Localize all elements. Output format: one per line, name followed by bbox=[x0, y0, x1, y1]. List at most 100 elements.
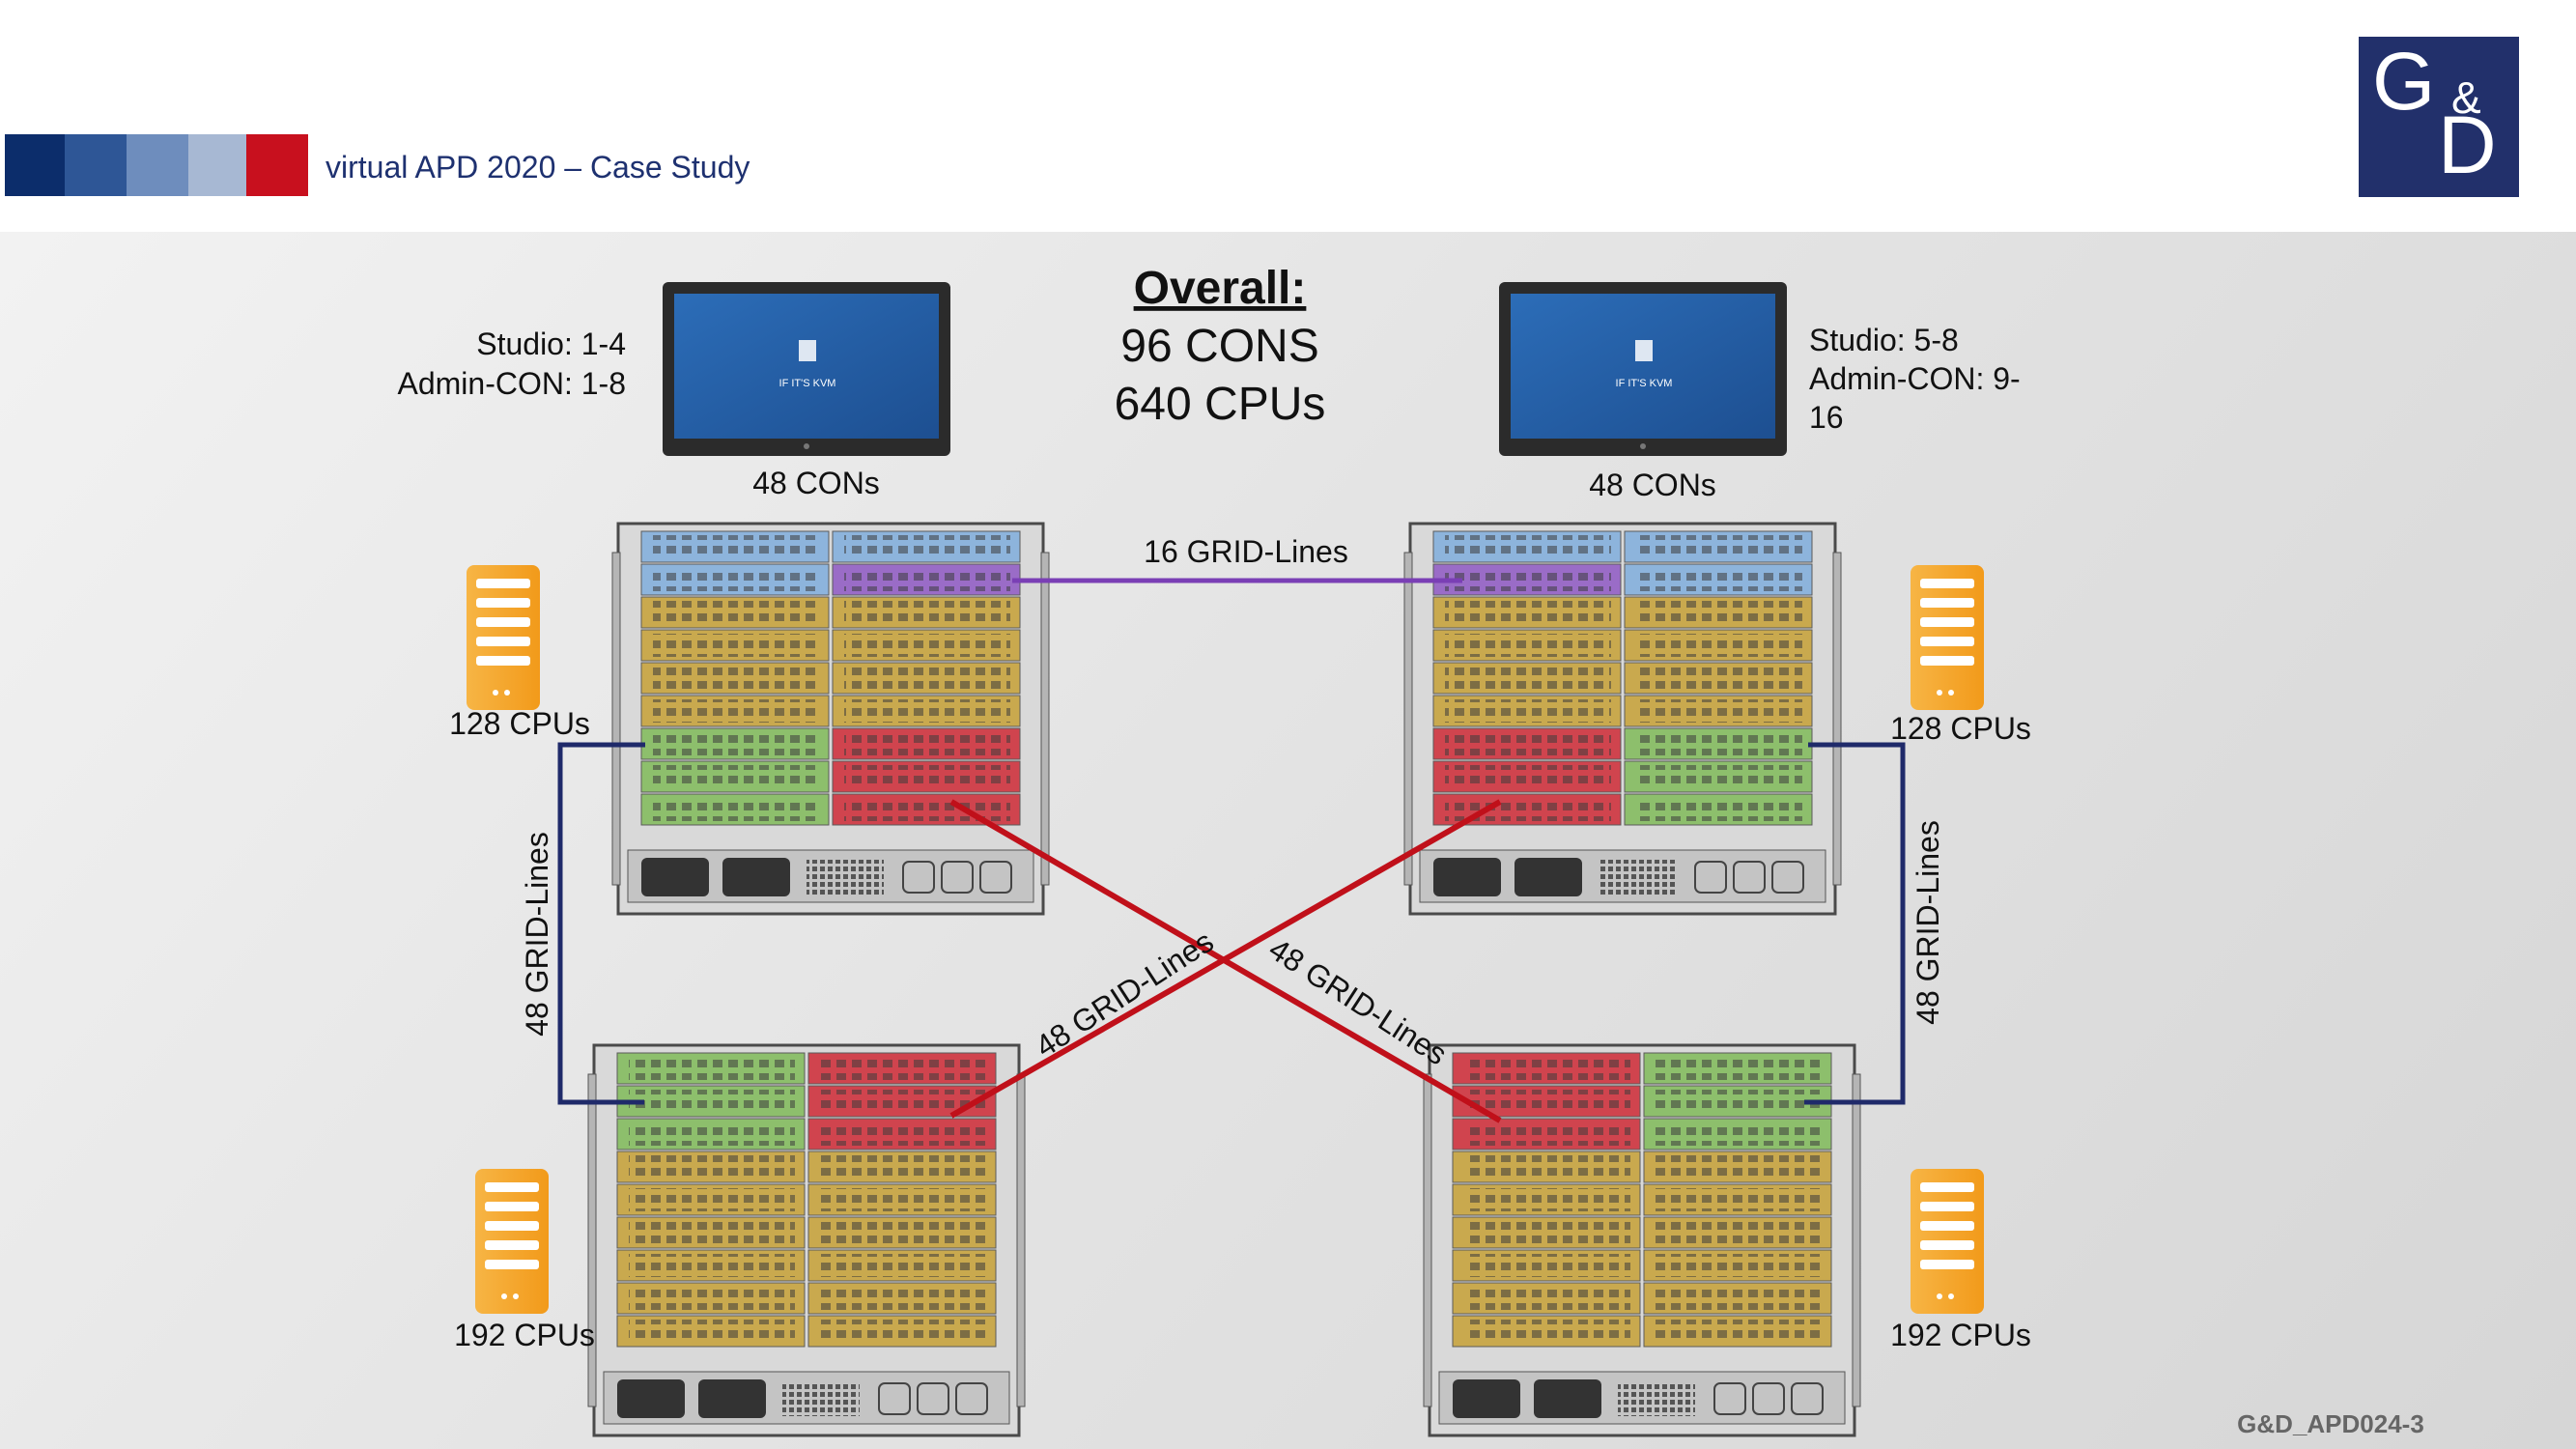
psu-fan-2 bbox=[1534, 1379, 1601, 1418]
io-card-ports bbox=[1656, 1090, 1822, 1113]
psu-fan-2 bbox=[1514, 858, 1582, 896]
server-slot bbox=[476, 617, 530, 627]
io-card-ports bbox=[629, 1254, 795, 1277]
chassis-rail-left bbox=[611, 552, 621, 886]
server-slot bbox=[476, 656, 530, 666]
io-card-ports bbox=[1445, 568, 1611, 591]
color-stripe-5 bbox=[246, 134, 308, 196]
footer-port bbox=[1791, 1382, 1824, 1415]
io-card-ports bbox=[1656, 1057, 1822, 1080]
monitor-right-count: 48 CONs bbox=[1589, 468, 1716, 502]
server-slot bbox=[1920, 1182, 1974, 1192]
monitor-power-dot bbox=[804, 443, 809, 449]
io-card-ports bbox=[629, 1287, 795, 1310]
io-card-ports bbox=[629, 1320, 795, 1343]
footer-port bbox=[1713, 1382, 1746, 1415]
server-slot bbox=[1920, 1260, 1974, 1269]
server-slot bbox=[1920, 1240, 1974, 1250]
overall-heading: Overall: bbox=[1134, 263, 1307, 314]
cpu-label-bottom-left: 192 CPUs bbox=[454, 1318, 595, 1352]
cpu-server-icon-1 bbox=[467, 565, 540, 710]
io-card-ports bbox=[1636, 568, 1802, 591]
screen-logo bbox=[1635, 340, 1653, 361]
io-card-ports bbox=[820, 1221, 986, 1244]
io-card-ports bbox=[629, 1221, 795, 1244]
grid-lines-cross-label-1: 48 GRID-Lines bbox=[1029, 923, 1219, 1064]
io-card-ports bbox=[1636, 732, 1802, 755]
io-card-ports bbox=[820, 1320, 986, 1343]
chassis-rail-right bbox=[1016, 1073, 1026, 1407]
server-slot bbox=[476, 598, 530, 608]
io-card-ports bbox=[1445, 634, 1611, 657]
server-slot bbox=[1920, 598, 1974, 608]
io-card-ports bbox=[844, 798, 1010, 821]
kvm-matrix-chassis-top-right bbox=[1403, 522, 1842, 916]
io-card-ports bbox=[629, 1155, 795, 1179]
io-card-ports bbox=[820, 1287, 986, 1310]
right-admin-label-cont: 16 bbox=[1809, 400, 1844, 435]
io-card-ports bbox=[653, 568, 819, 591]
footer-port bbox=[941, 861, 974, 894]
overall-cons: 96 CONS bbox=[1120, 321, 1318, 372]
kvm-matrix-chassis-bottom-left bbox=[587, 1043, 1026, 1437]
grid-lines-left-label: 48 GRID-Lines bbox=[520, 832, 554, 1037]
io-card-ports bbox=[844, 601, 1010, 624]
chassis-rail-left bbox=[1403, 552, 1413, 886]
monitor-icon: IF IT'S KVM bbox=[663, 282, 950, 456]
server-slot bbox=[1920, 656, 1974, 666]
io-card-ports bbox=[844, 732, 1010, 755]
server-led bbox=[1948, 1293, 1954, 1299]
footer-port bbox=[955, 1382, 988, 1415]
monitor-icon: IF IT'S KVM bbox=[1499, 282, 1787, 456]
io-card-ports bbox=[1464, 1188, 1630, 1211]
screen-logo bbox=[799, 340, 816, 361]
server-led bbox=[513, 1293, 519, 1299]
io-card-ports bbox=[653, 732, 819, 755]
io-card-ports bbox=[1464, 1254, 1630, 1277]
server-led bbox=[1937, 690, 1942, 696]
chassis-rail-left bbox=[587, 1073, 597, 1407]
grid-line-right-bracket bbox=[1804, 742, 1906, 1105]
io-card-ports bbox=[1445, 667, 1611, 690]
color-stripe-4 bbox=[188, 134, 246, 196]
server-slot bbox=[1920, 579, 1974, 588]
io-card-ports bbox=[1445, 535, 1611, 558]
vent-grille bbox=[807, 860, 884, 895]
footer-port bbox=[878, 1382, 911, 1415]
screen-label: IF IT'S KVM bbox=[1616, 378, 1673, 389]
io-card-ports bbox=[844, 667, 1010, 690]
io-card-ports bbox=[1464, 1090, 1630, 1113]
kvm-matrix-chassis-top-left bbox=[611, 522, 1050, 916]
server-slot bbox=[1920, 637, 1974, 646]
psu-fan-1 bbox=[641, 858, 709, 896]
io-card-ports bbox=[1656, 1188, 1822, 1211]
io-card-ports bbox=[1656, 1320, 1822, 1343]
footer-port bbox=[1752, 1382, 1785, 1415]
io-card-ports bbox=[820, 1057, 986, 1080]
server-slot bbox=[485, 1260, 539, 1269]
io-card-ports bbox=[1445, 601, 1611, 624]
io-card-ports bbox=[629, 1188, 795, 1211]
io-card-ports bbox=[844, 699, 1010, 723]
io-card-ports bbox=[653, 798, 819, 821]
cpu-server-icon-4 bbox=[1911, 1169, 1984, 1314]
color-stripe-3 bbox=[127, 134, 188, 196]
io-card-ports bbox=[820, 1122, 986, 1146]
server-led bbox=[501, 1293, 507, 1299]
server-led bbox=[1937, 1293, 1942, 1299]
grid-lines-top-label: 16 GRID-Lines bbox=[1144, 534, 1348, 569]
server-slot bbox=[485, 1221, 539, 1231]
screen-label: IF IT'S KVM bbox=[779, 378, 836, 389]
io-card-ports bbox=[653, 699, 819, 723]
io-card-ports bbox=[820, 1188, 986, 1211]
io-card-ports bbox=[844, 535, 1010, 558]
io-card-ports bbox=[629, 1090, 795, 1113]
io-card-ports bbox=[1656, 1254, 1822, 1277]
server-slot bbox=[1920, 1221, 1974, 1231]
io-card-ports bbox=[820, 1254, 986, 1277]
psu-fan-2 bbox=[698, 1379, 766, 1418]
io-card-ports bbox=[1464, 1155, 1630, 1179]
left-studio-label: Studio: 1-4 bbox=[476, 327, 626, 361]
